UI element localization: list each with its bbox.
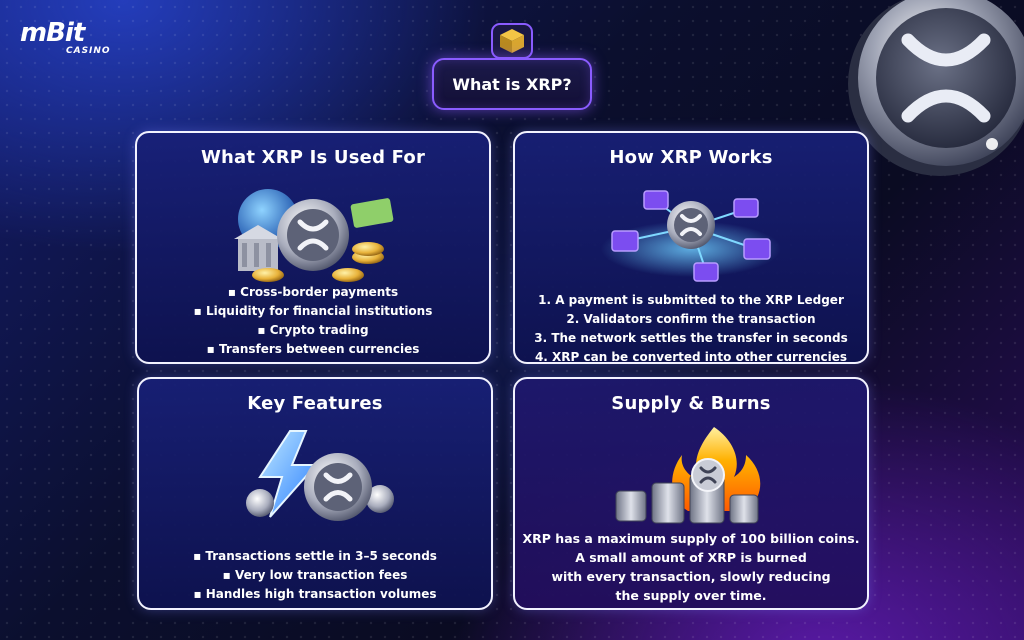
- card-key-features: Key Features Transactions settle in 3–5 …: [137, 377, 493, 610]
- globe-bank-coins-icon: [137, 179, 489, 309]
- card-supply-burns: Supply & Burns XRP has a maximum supply …: [513, 377, 869, 610]
- text-line: XRP has a maximum supply of 100 billion …: [522, 531, 860, 546]
- list-item: 3. The network settles the transfer in s…: [534, 331, 848, 345]
- list-item: Very low transaction fees: [139, 566, 491, 585]
- card-what-xrp-used-for: What XRP Is Used For Cross-border pa: [135, 131, 491, 364]
- list-item: Transfers between currencies: [137, 340, 489, 359]
- how-works-steps: 1. A payment is submitted to the XRP Led…: [515, 291, 867, 367]
- page-title: What is XRP?: [432, 58, 592, 110]
- text-line: A small amount of XRP is burned: [575, 550, 807, 565]
- list-item: Crypto trading: [137, 321, 489, 340]
- cube-icon: [486, 20, 538, 60]
- text-line: with every transaction, slowly reducing: [551, 569, 831, 584]
- card-title-used-for: What XRP Is Used For: [200, 147, 426, 168]
- card-title-how-works: How XRP Works: [609, 147, 773, 168]
- list-item: Cross-border payments: [137, 283, 489, 302]
- list-item: Transactions settle in 3–5 seconds: [139, 547, 491, 566]
- list-item: 1. A payment is submitted to the XRP Led…: [538, 293, 844, 307]
- used-for-list: Cross-border payments Liquidity for fina…: [137, 283, 489, 359]
- logo-main-text: mBit: [20, 18, 85, 48]
- supply-burns-text: XRP has a maximum supply of 100 billion …: [515, 529, 867, 605]
- list-item: 4. XRP can be converted into other curre…: [534, 350, 848, 364]
- xrp-coin-large-icon: [842, 0, 1024, 184]
- card-title-supply-burns: Supply & Burns: [611, 393, 771, 414]
- lightning-coins-icon: [139, 425, 491, 555]
- list-item: Liquidity for financial institutions: [137, 302, 489, 321]
- card-how-xrp-works: How XRP Works: [513, 131, 869, 364]
- logo-sub-text: CASINO: [66, 46, 111, 56]
- list-item: 2. Validators confirm the transaction: [566, 312, 816, 326]
- network-nodes-icon: [515, 179, 867, 309]
- brand-logo[interactable]: mBit CASINO: [20, 18, 110, 62]
- list-item: Handles high transaction volumes: [139, 585, 491, 604]
- key-features-list: Transactions settle in 3–5 seconds Very …: [139, 547, 491, 604]
- card-title-key-features: Key Features: [247, 393, 383, 414]
- burning-coin-stacks-icon: [515, 425, 867, 555]
- text-line: the supply over time.: [615, 588, 767, 603]
